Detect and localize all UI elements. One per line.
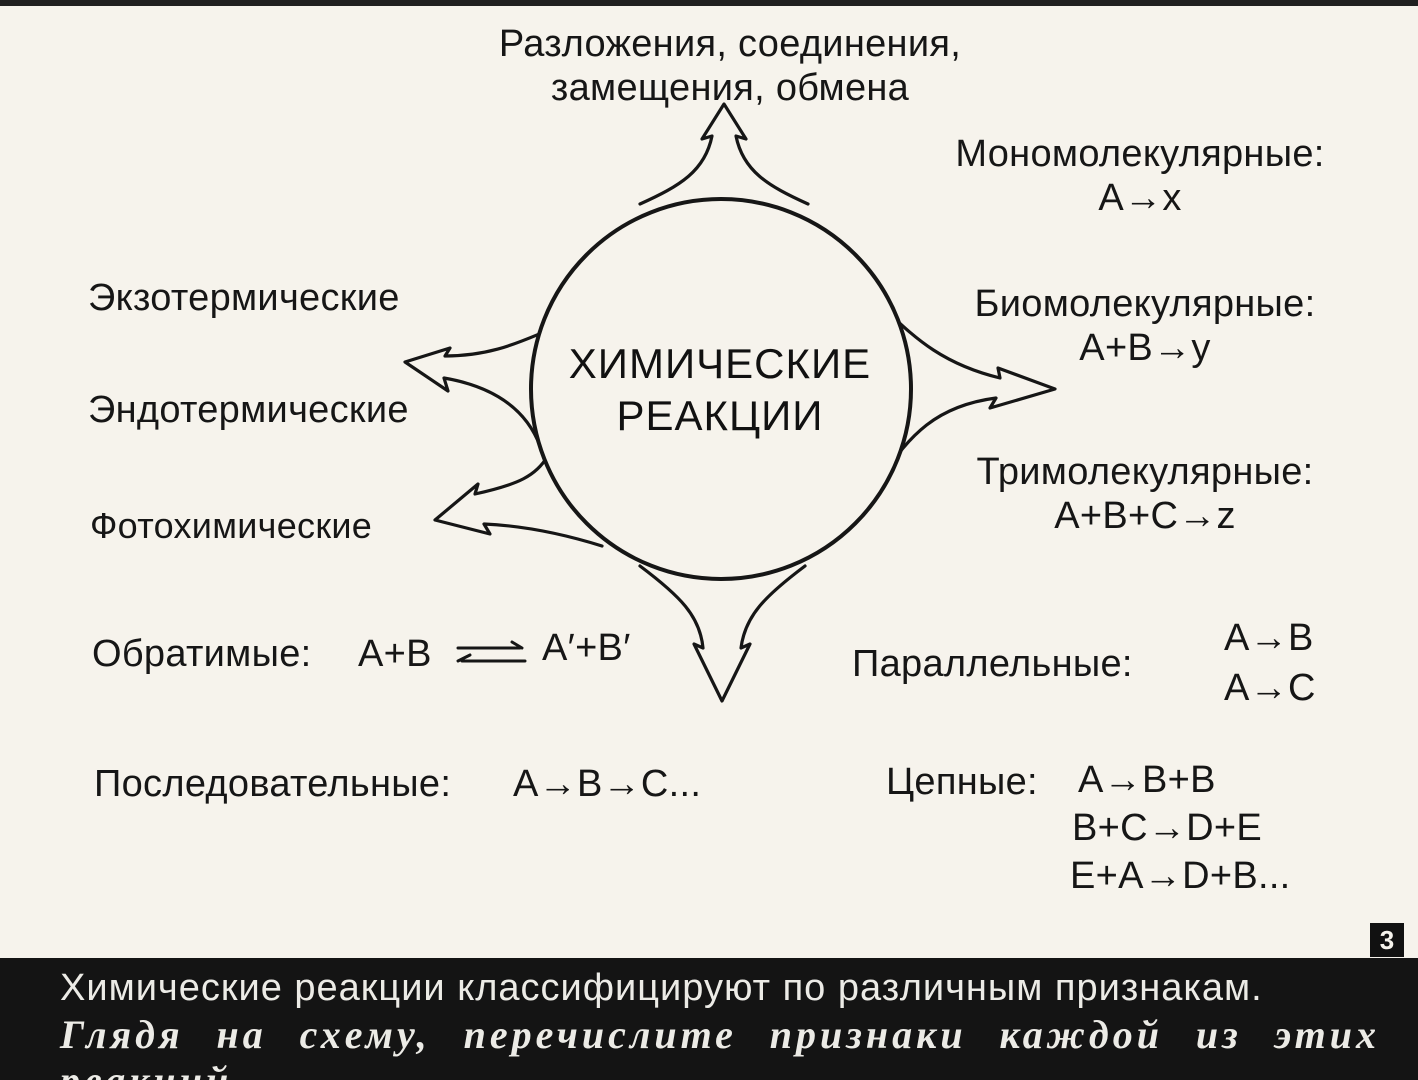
label-exothermic: Экзотермические [88,277,400,319]
center-title-line2: РЕАКЦИИ [616,392,824,439]
sequential-eq: А→В→С... [513,763,702,805]
label-photochemical: Фотохимические [90,505,373,546]
slide-number-badge: 3 [1370,923,1404,957]
equilibrium-arrows [456,640,527,663]
parallel-label: Параллельные: [852,643,1133,685]
arrow-right [868,294,1057,478]
reversible-arrow: ⇄ [462,632,522,676]
arrow-up [638,102,810,206]
center-title: ХИМИЧЕСКИЕ РЕАКЦИИ [530,338,910,442]
top-line2: замещения, обмена [550,67,910,109]
classification-diagram [403,102,1057,703]
slide: ХИМИЧЕСКИЕ РЕАКЦИИ Разложения, соединени… [0,0,1418,958]
parallel-eq2: А→С [1224,667,1316,709]
chain-eq2: В+С→D+Е [1072,807,1263,849]
parallel-eq1: А→В [1224,617,1314,659]
reversible-label: Обратимые: [92,633,312,675]
caption-bar: Химические реакции классифицируют по раз… [0,958,1418,1080]
top-line1: Разложения, соединения, [498,23,962,65]
mono-label: Мономолекулярные: [955,133,1325,175]
arrow-left-lower [433,454,604,548]
reversible-right: А′+В′ [542,627,631,669]
bi-label: Биомолекулярные: [974,283,1316,325]
bi-equation: А+В→у [1079,327,1211,369]
top-reaction-types: Разложения, соединения, замещения, обмен… [400,22,1060,110]
mono-equation: А→х [1098,177,1182,219]
bi-block: Биомолекулярные: А+В→у [945,282,1345,370]
label-endothermic: Эндотермические [88,389,409,431]
chain-eq1: А→В+В [1078,759,1216,801]
arrow-left-upper [403,324,562,448]
chain-eq3: Е+А→D+В... [1070,855,1291,897]
chain-label: Цепные: [886,761,1038,803]
reversible-left: А+В [358,633,432,675]
caption-line1: Химические реакции классифицируют по раз… [60,967,1263,1009]
caption-line2: Глядя на схему, перечислите признаки каж… [60,1012,1380,1080]
mono-block: Мономолекулярные: А→х [935,132,1345,220]
tri-label: Тримолекулярные: [976,451,1314,493]
tri-block: Тримолекулярные: А+В+С→z [945,450,1345,538]
center-circle [529,197,913,581]
arrow-down [638,564,807,703]
center-title-line1: ХИМИЧЕСКИЕ [568,340,872,387]
tri-equation: А+В+С→z [1054,495,1236,537]
sequential-label: Последовательные: [94,763,452,805]
